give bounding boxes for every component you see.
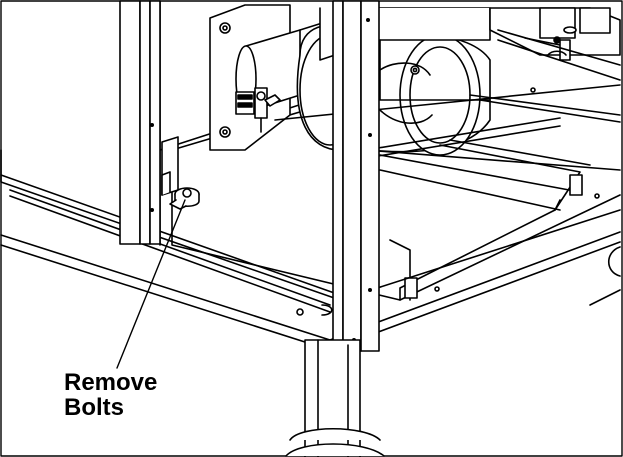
top-right-component: [489, 7, 621, 61]
callout-line-1: Remove: [64, 369, 158, 396]
leveling-leg: [285, 339, 385, 457]
valve-fitting: [235, 87, 281, 133]
right-edge: [589, 246, 621, 306]
corner-post-left: [119, 0, 161, 245]
corner-post-center: [332, 0, 380, 352]
front-rail: [0, 149, 621, 351]
callout-line-2: Bolts: [64, 394, 124, 421]
callout-leader-line: [116, 199, 186, 369]
remove-bolts-callout: Remove Bolts: [64, 370, 157, 420]
bolt-bracket: [161, 136, 200, 210]
base-pan: [171, 29, 621, 301]
